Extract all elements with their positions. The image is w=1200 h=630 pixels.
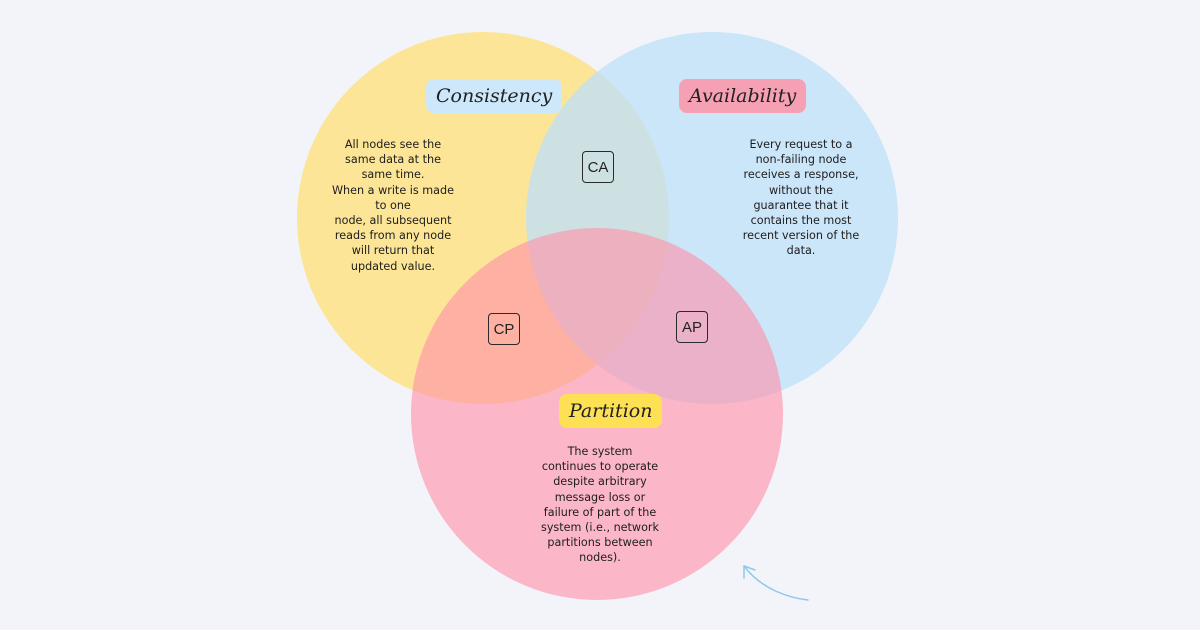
availability-label: Availability bbox=[679, 79, 807, 113]
partition-description: The system continues to operate despite … bbox=[540, 445, 659, 565]
cp-region-label: CP bbox=[488, 313, 520, 345]
curved-arrow-icon bbox=[743, 565, 809, 601]
consistency-label: Consistency bbox=[426, 79, 563, 113]
consistency-description: All nodes see the same data at the same … bbox=[331, 138, 454, 273]
ca-region-label: CA bbox=[582, 151, 614, 183]
partition-label: Partition bbox=[559, 394, 663, 428]
availability-description: Every request to a non-failing node rece… bbox=[742, 138, 860, 258]
ap-region-label: AP bbox=[676, 311, 708, 343]
